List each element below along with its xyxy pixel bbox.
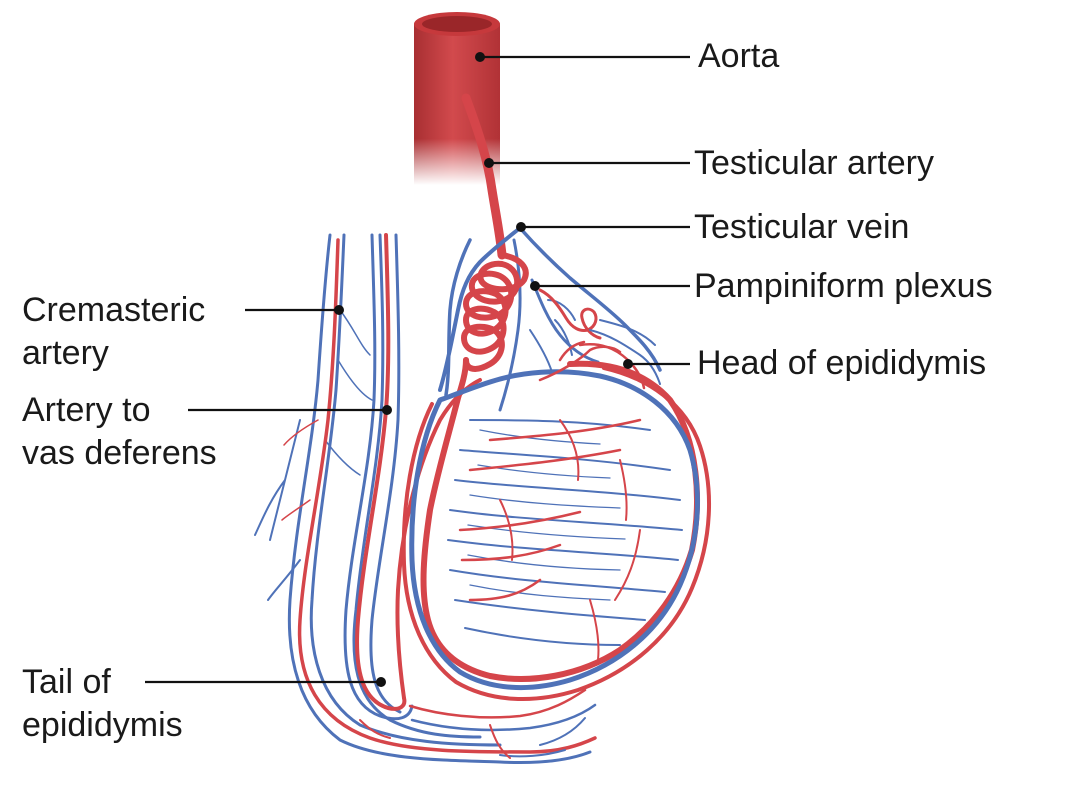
spermatic-cord-veins — [254, 233, 592, 764]
label-head-of-epididymis: Head of epididymis — [697, 344, 987, 382]
epididymis-tail — [359, 688, 597, 759]
testis-internal-veins — [447, 419, 683, 646]
label-cremasteric-artery-line1: Cremasteric — [22, 291, 206, 329]
label-tail-of-epididymis-line2: epididymis — [22, 706, 183, 744]
label-testicular-artery: Testicular artery — [694, 144, 934, 182]
testis-outline — [401, 366, 711, 702]
leader-lines — [145, 52, 690, 687]
label-artery-to-vas-line2: vas deferens — [22, 434, 217, 472]
vas-deferens-structure — [343, 233, 482, 721]
cremasteric-artery-vessel — [281, 238, 597, 754]
label-pampiniform-plexus: Pampiniform plexus — [694, 267, 993, 305]
pampiniform-plexus-vessels — [438, 226, 662, 412]
label-testicular-vein: Testicular vein — [694, 208, 910, 246]
testicular-artery-vessel — [461, 93, 507, 260]
label-aorta: Aorta — [698, 37, 780, 75]
label-cremasteric-artery-line2: artery — [22, 334, 109, 372]
aorta-vessel — [414, 12, 500, 194]
coiled-testicular-artery — [420, 252, 700, 682]
label-artery-to-vas-line1: Artery to — [22, 391, 151, 429]
label-tail-of-epididymis-line1: Tail of — [22, 663, 111, 701]
